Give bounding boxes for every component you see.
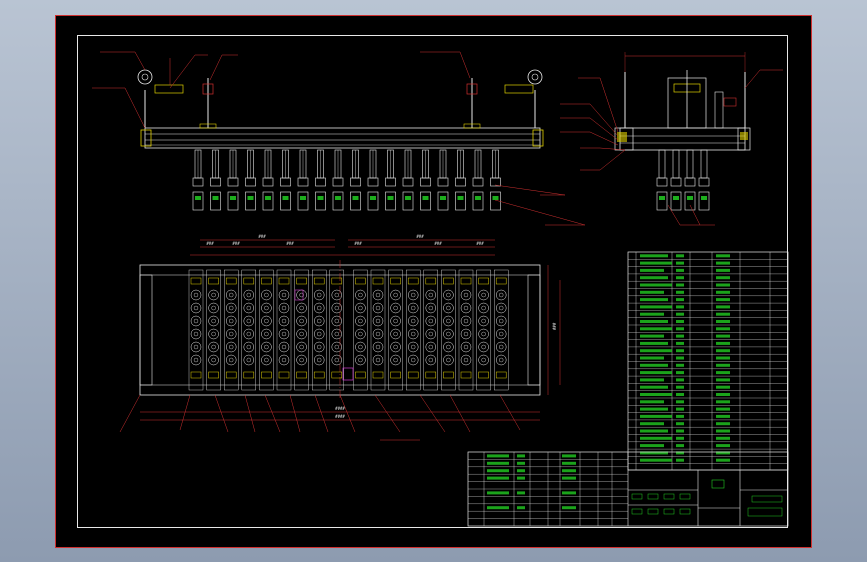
dim-top-right: ###: [416, 234, 424, 239]
dim-mid-right-2: ###: [434, 241, 442, 246]
dim-bottom-2: ####: [335, 414, 345, 419]
gripper-finger: [297, 149, 309, 211]
gripper-finger: [455, 149, 466, 211]
title-block: [467, 451, 789, 527]
gripper-finger: [402, 149, 414, 211]
gripper-finger: [490, 149, 501, 211]
gripper-finger: [350, 149, 361, 211]
front-view: [92, 51, 586, 226]
gripper-finger: [385, 149, 396, 211]
gripper-cells: [188, 269, 509, 391]
gripper-finger: [280, 149, 291, 211]
lifting-eye-right: [527, 69, 543, 85]
gripper-finger: [420, 149, 431, 211]
dim-mid-right-3: ###: [476, 241, 484, 246]
dim-mid-right-1: ###: [354, 241, 362, 246]
dim-top-left: ###: [258, 234, 266, 239]
side-view: [560, 52, 783, 226]
gripper-finger: [210, 149, 221, 211]
sheet-outer-border: [55, 15, 812, 548]
gripper-finger: [245, 149, 256, 211]
gripper-finger: [437, 149, 449, 211]
drawing-frame: [77, 35, 788, 528]
gripper-finger: [367, 149, 379, 211]
dim-mid-left-2: ###: [232, 241, 240, 246]
gripper-finger: [227, 149, 239, 211]
gripper-finger: [192, 149, 204, 211]
gripper-finger: [472, 149, 484, 211]
dim-side-total: ###: [552, 322, 557, 330]
gripper-fingers: [192, 149, 501, 211]
parts-list: [627, 251, 789, 471]
gripper-finger: [332, 149, 344, 211]
gripper-finger: [262, 149, 274, 211]
dim-mid-left-3: ###: [286, 241, 294, 246]
dim-bottom-1: ####: [335, 406, 345, 411]
gripper-finger: [315, 149, 326, 211]
plan-view: ### ### ### ### ### ### ### ### #### ###…: [119, 234, 561, 441]
dim-mid-left-1: ###: [206, 241, 214, 246]
drawing-sheet: [55, 15, 812, 548]
front-beam: [144, 127, 541, 149]
